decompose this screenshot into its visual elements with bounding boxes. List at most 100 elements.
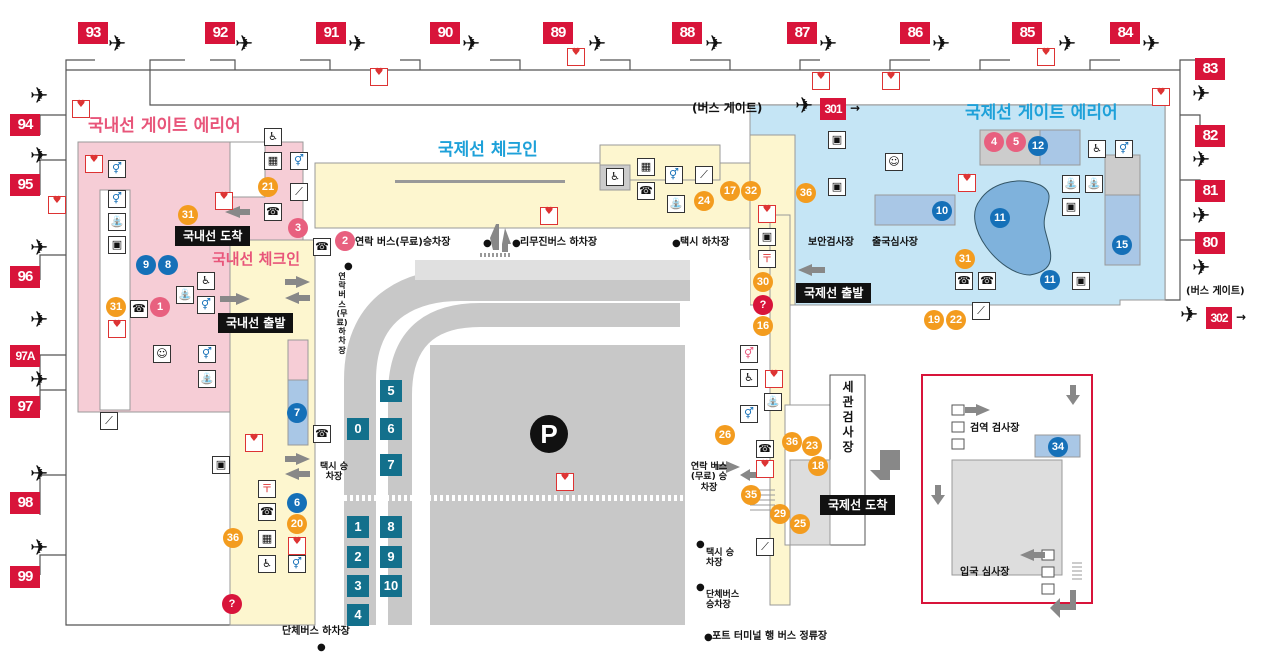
facility-marker: 26 xyxy=(715,425,735,445)
aed-icon xyxy=(370,66,388,86)
facility-marker: 17 xyxy=(720,181,740,201)
facility-marker: 4 xyxy=(984,132,1004,152)
gate-89: 89 xyxy=(543,22,573,44)
nursing-room-icon: ♿ xyxy=(740,369,758,387)
facility-marker: 11 xyxy=(990,208,1010,228)
shop-icon: ▦ xyxy=(264,152,282,170)
departure-immigration-label: 출국심사장 xyxy=(872,237,918,248)
aed-icon xyxy=(1037,46,1055,66)
shuttle-boarding-label: 연락 버스(무료)승차장 xyxy=(355,237,451,248)
plane-icon: ✈ xyxy=(108,32,127,57)
plane-icon: ✈ xyxy=(819,32,838,57)
facility-marker: 2 xyxy=(335,231,355,251)
gate-84: 84 xyxy=(1110,22,1140,44)
facility-marker: 15 xyxy=(1112,235,1132,255)
phone-icon: ☎ xyxy=(978,272,996,290)
baby-icon: ☺ xyxy=(885,153,903,171)
facility-marker: 22 xyxy=(946,310,966,330)
facility-marker: 23 xyxy=(802,436,822,456)
shuttle-board-right-label: 연락 버스 (무료) 승차장 xyxy=(690,462,728,493)
facility-marker: 18 xyxy=(808,456,828,476)
international-departure-bar: 국제선 출발 xyxy=(796,283,872,303)
restroom-icon: ⚥ xyxy=(665,166,683,184)
locker-icon: ▣ xyxy=(828,178,846,196)
quarantine-label: 검역 검사장 xyxy=(970,423,1020,434)
phone-icon: ☎ xyxy=(955,272,973,290)
aed-icon xyxy=(1152,86,1170,106)
parking-spot: 10 xyxy=(380,575,402,597)
water-fountain-icon: ⛲ xyxy=(176,286,194,304)
dot: ● xyxy=(696,539,705,550)
restroom-icon: ⚥ xyxy=(108,190,126,208)
facility-marker: 32 xyxy=(741,181,761,201)
gate-96: 96 xyxy=(10,266,40,288)
gate-88: 88 xyxy=(672,22,702,44)
facility-marker: 30 xyxy=(753,272,773,292)
plane-icon: ✈ xyxy=(30,536,49,561)
aed-icon xyxy=(48,194,66,214)
post-icon: 〒 xyxy=(258,480,276,498)
facility-marker: 20 xyxy=(287,514,307,534)
gate-92: 92 xyxy=(205,22,235,44)
phone-icon: ☎ xyxy=(130,300,148,318)
plane-icon: ✈ xyxy=(1192,82,1211,107)
facility-marker: 34 xyxy=(1048,437,1068,457)
gate-93: 93 xyxy=(78,22,108,44)
dot: ● xyxy=(344,261,353,272)
parking-spot: 7 xyxy=(380,454,402,476)
dot: ● xyxy=(483,238,492,249)
shop-icon: ▦ xyxy=(258,530,276,548)
facility-marker: 9 xyxy=(136,255,156,275)
aed-icon xyxy=(958,172,976,192)
facility-marker: 3 xyxy=(288,218,308,238)
gate-87: 87 xyxy=(787,22,817,44)
phone-icon: ☎ xyxy=(313,238,331,256)
entry-immigration-label: 입국 심사장 xyxy=(960,567,1010,578)
water-fountain-icon: ⛲ xyxy=(1085,175,1103,193)
arrow-302: → xyxy=(1236,310,1247,324)
aed-icon xyxy=(245,432,263,452)
phone-icon: ☎ xyxy=(258,503,276,521)
aed-icon xyxy=(567,46,585,66)
security-check-label: 보안검사장 xyxy=(808,237,854,248)
water-fountain-icon: ⛲ xyxy=(764,393,782,411)
facility-marker: 35 xyxy=(741,485,761,505)
domestic-departure-bar: 국내선 출발 xyxy=(218,313,294,333)
gate-86: 86 xyxy=(900,22,930,44)
gate-85: 85 xyxy=(1012,22,1042,44)
dot: ● xyxy=(704,632,713,643)
plane-icon: ✈ xyxy=(1192,148,1211,173)
locker-icon: ▣ xyxy=(1062,198,1080,216)
parking-spot: 9 xyxy=(380,546,402,568)
aed-icon xyxy=(756,458,774,478)
water-fountain-icon: ⛲ xyxy=(667,195,685,213)
locker-icon: ▣ xyxy=(828,131,846,149)
international-arrival-bar: 국제선 도착 xyxy=(820,495,896,515)
facility-marker: 6 xyxy=(287,493,307,513)
group-bus-board-label: 단체버스 승차장 xyxy=(706,590,740,611)
plane-icon: ✈ xyxy=(462,32,481,57)
gate-97a: 97A xyxy=(10,345,40,367)
escalator-icon: ⟋ xyxy=(290,183,308,201)
water-fountain-icon: ⛲ xyxy=(1062,175,1080,193)
gate-94: 94 xyxy=(10,114,40,136)
water-fountain-icon: ⛲ xyxy=(108,213,126,231)
parking-spot: 3 xyxy=(347,575,369,597)
restroom-icon: ⚥ xyxy=(198,345,216,363)
facility-marker: 11 xyxy=(1040,270,1060,290)
escalator-icon: ⟋ xyxy=(695,166,713,184)
facility-marker: 8 xyxy=(158,255,178,275)
nursing-room-icon: ♿ xyxy=(264,128,282,146)
escalator-icon: ⟋ xyxy=(972,302,990,320)
parking-spot: 0 xyxy=(347,418,369,440)
aed-icon xyxy=(765,368,783,388)
facility-marker: 31 xyxy=(106,297,126,317)
facility-marker: 25 xyxy=(790,514,810,534)
plane-icon: ✈ xyxy=(235,32,254,57)
nursing-room-icon: ♿ xyxy=(1088,140,1106,158)
customs-label: 세관검사장 xyxy=(842,380,854,454)
facility-marker: 1 xyxy=(150,297,170,317)
facility-marker: 36 xyxy=(782,432,802,452)
plane-icon: ✈ xyxy=(795,94,814,119)
